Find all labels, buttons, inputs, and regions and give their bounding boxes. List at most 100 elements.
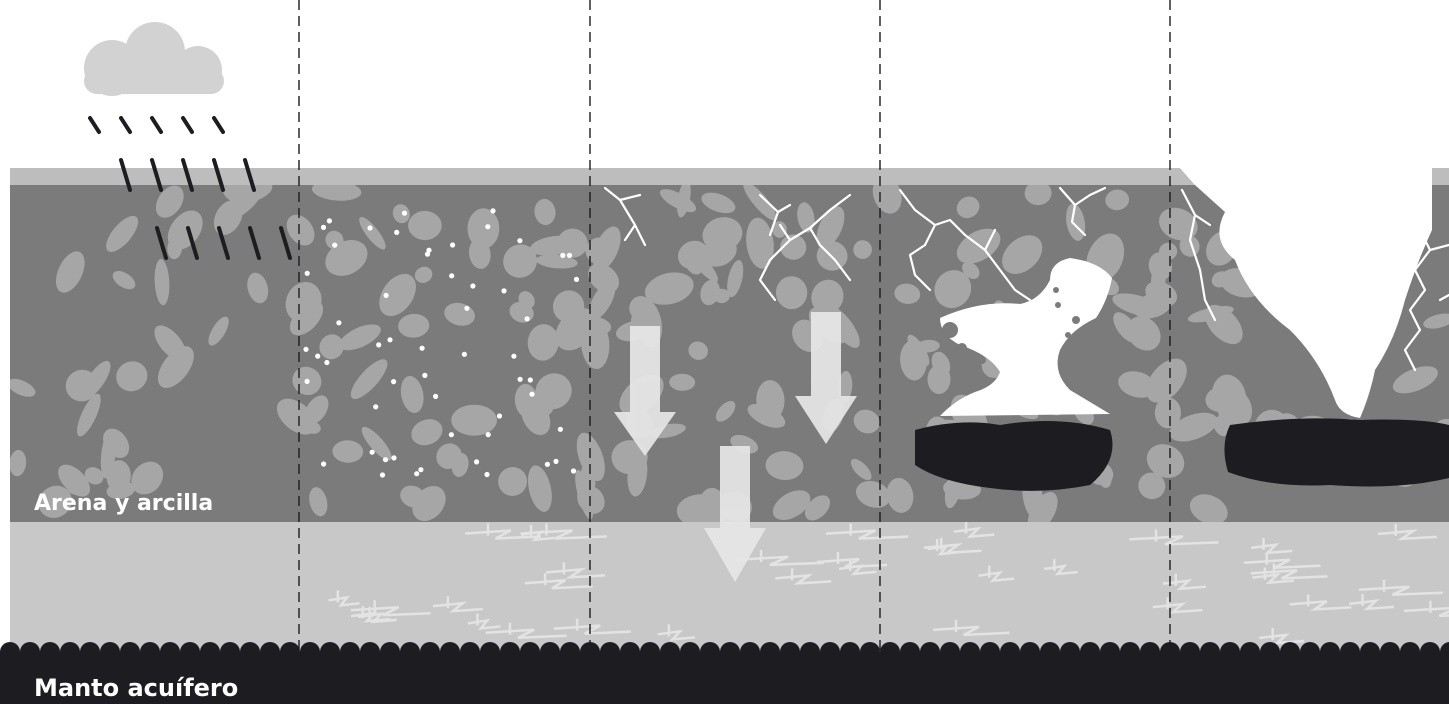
dissolution-dot <box>303 347 308 352</box>
dissolution-dot <box>414 471 419 476</box>
pebble <box>928 365 951 394</box>
aquifer-wave <box>920 642 940 662</box>
aquifer-wave <box>1140 642 1160 662</box>
aquifer-wave <box>860 642 880 662</box>
dissolution-dot <box>321 461 326 466</box>
dissolution-dot <box>486 432 491 437</box>
dissolution-dot <box>305 271 310 276</box>
aquifer-wave <box>100 642 120 662</box>
dissolution-dot <box>474 459 479 464</box>
dissolution-dot <box>571 468 576 473</box>
dissolution-dot <box>490 208 495 213</box>
dissolution-dot <box>528 377 533 382</box>
dissolution-dot <box>383 457 388 462</box>
aquifer-wave <box>800 642 820 662</box>
raindrop <box>183 118 192 132</box>
dissolution-dot <box>553 459 558 464</box>
cloud-icon <box>84 22 224 96</box>
dissolution-dot <box>422 373 427 378</box>
dissolution-dot <box>426 248 431 253</box>
aquifer-wave <box>840 642 860 662</box>
aquifer-wave <box>380 642 400 662</box>
aquifer-wave <box>400 642 420 662</box>
dissolution-dot <box>517 238 522 243</box>
dissolution-dot <box>373 404 378 409</box>
raindrop <box>90 118 99 132</box>
aquifer-wave <box>1160 642 1180 662</box>
dissolution-dot <box>464 306 469 311</box>
dissolution-dot <box>511 354 516 359</box>
dissolution-dot <box>370 450 375 455</box>
aquifer-wave <box>1200 642 1220 662</box>
dissolution-dot <box>574 277 579 282</box>
aquifer-wave <box>260 642 280 662</box>
label-aquifer: Manto acuífero <box>34 674 238 702</box>
aquifer-wave <box>760 642 780 662</box>
dissolution-dot <box>384 293 389 298</box>
aquifer-wave <box>360 642 380 662</box>
aquifer-wave <box>1240 642 1260 662</box>
aquifer-wave <box>660 642 680 662</box>
aquifer-wave <box>1100 642 1120 662</box>
aquifer-wave <box>580 642 600 662</box>
dissolution-dot <box>332 243 337 248</box>
aquifer-wave <box>900 642 920 662</box>
aquifer-wave <box>1340 642 1360 662</box>
dissolution-dot <box>367 225 372 230</box>
dissolution-dot <box>391 455 396 460</box>
dissolution-dot <box>497 413 502 418</box>
dissolution-dot <box>558 427 563 432</box>
dissolution-dot <box>327 218 332 223</box>
aquifer-wave <box>1300 642 1320 662</box>
aquifer-wave <box>240 642 260 662</box>
aquifer-wave <box>480 642 500 662</box>
aquifer-wave <box>740 642 760 662</box>
dissolution-dot <box>567 253 572 258</box>
aquifer-wave <box>140 642 160 662</box>
dissolution-dot <box>485 224 490 229</box>
dissolution-dot <box>449 432 454 437</box>
aquifer-wave <box>720 642 740 662</box>
aquifer-wave <box>600 642 620 662</box>
aquifer-wave <box>40 642 60 662</box>
aquifer-wave <box>420 642 440 662</box>
aquifer-wave <box>1220 642 1240 662</box>
aquifer-wave <box>500 642 520 662</box>
aquifer-wave <box>700 642 720 662</box>
dissolution-dot <box>321 225 326 230</box>
aquifer-wave <box>460 642 480 662</box>
aquifer-wave <box>1020 642 1040 662</box>
aquifer-wave <box>1060 642 1080 662</box>
aquifer-wave <box>320 642 340 662</box>
dissolution-dot <box>560 253 565 258</box>
aquifer-wave <box>280 642 300 662</box>
aquifer-wave <box>1420 642 1440 662</box>
aquifer-wave <box>880 642 900 662</box>
dissolution-dot <box>470 283 475 288</box>
dissolution-dot <box>501 288 506 293</box>
aquifer-wave <box>980 642 1000 662</box>
aquifer-wave <box>300 642 320 662</box>
aquifer-wave <box>120 642 140 662</box>
aquifer-wave <box>1320 642 1340 662</box>
raindrop <box>152 118 161 132</box>
dissolution-dot <box>376 342 381 347</box>
aquifer-wave <box>1000 642 1020 662</box>
aquifer-wave <box>1380 642 1400 662</box>
dissolution-dot <box>433 394 438 399</box>
raindrop <box>121 118 130 132</box>
dissolution-dot <box>394 230 399 235</box>
aquifer-wave <box>1120 642 1140 662</box>
dissolution-dot <box>420 346 425 351</box>
aquifer-wave <box>640 642 660 662</box>
dissolution-dot <box>305 379 310 384</box>
dissolution-dot <box>418 467 423 472</box>
dissolution-dot <box>324 360 329 365</box>
aquifer-wave <box>220 642 240 662</box>
aquifer-wave <box>200 642 220 662</box>
aquifer-wave <box>940 642 960 662</box>
dissolution-dot <box>525 316 530 321</box>
dissolution-dot <box>449 273 454 278</box>
dissolution-dot <box>518 377 523 382</box>
